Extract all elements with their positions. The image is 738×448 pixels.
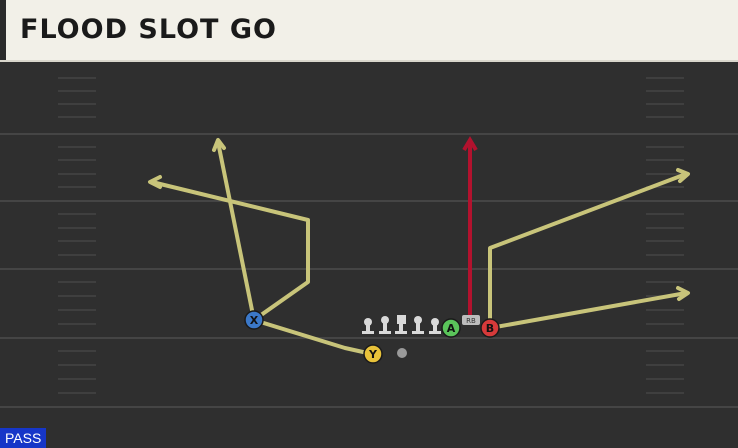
lineman-icon [379,316,391,334]
b-route-flat [488,291,688,330]
player-y[interactable]: Y [363,344,383,364]
b-route-deep-arrow [676,168,690,183]
yard-lines [0,133,738,408]
center-icon [395,315,407,334]
banner-accent [0,0,6,60]
lineman-icon [412,316,424,334]
rb-label: RB [466,317,476,325]
play-title-banner: FLOOD SLOT GO [0,0,738,60]
routes [148,138,690,356]
x-route-flood [150,180,310,322]
hash-marks-left [58,77,96,394]
player-b-label: B [486,322,494,335]
play-type-badge: PASS [0,428,47,448]
playbook-field: RB X Y A B [0,62,738,448]
hash-marks-right [646,77,684,394]
player-x[interactable]: X [244,310,264,330]
b-route-deep [488,172,688,330]
qb-marker [397,348,407,358]
a-route-go-arrow [462,136,478,152]
play-title: FLOOD SLOT GO [20,14,277,45]
player-a[interactable]: A [441,318,461,338]
rb-tag: RB [462,315,480,325]
b-route-flat-arrow [676,286,690,301]
player-a-label: A [447,322,456,335]
x-route-flood-arrow [148,175,162,189]
player-b[interactable]: B [480,318,500,338]
lineman-icon [362,318,374,334]
play-diagram: RB X Y A B [0,77,738,408]
player-y-label: Y [368,348,378,361]
player-x-label: X [250,314,259,327]
x-route-vertical [216,140,256,322]
lineman-icon [429,318,441,334]
offensive-line [362,315,441,334]
x-route-vertical-arrow [212,138,226,152]
y-route [252,318,374,356]
